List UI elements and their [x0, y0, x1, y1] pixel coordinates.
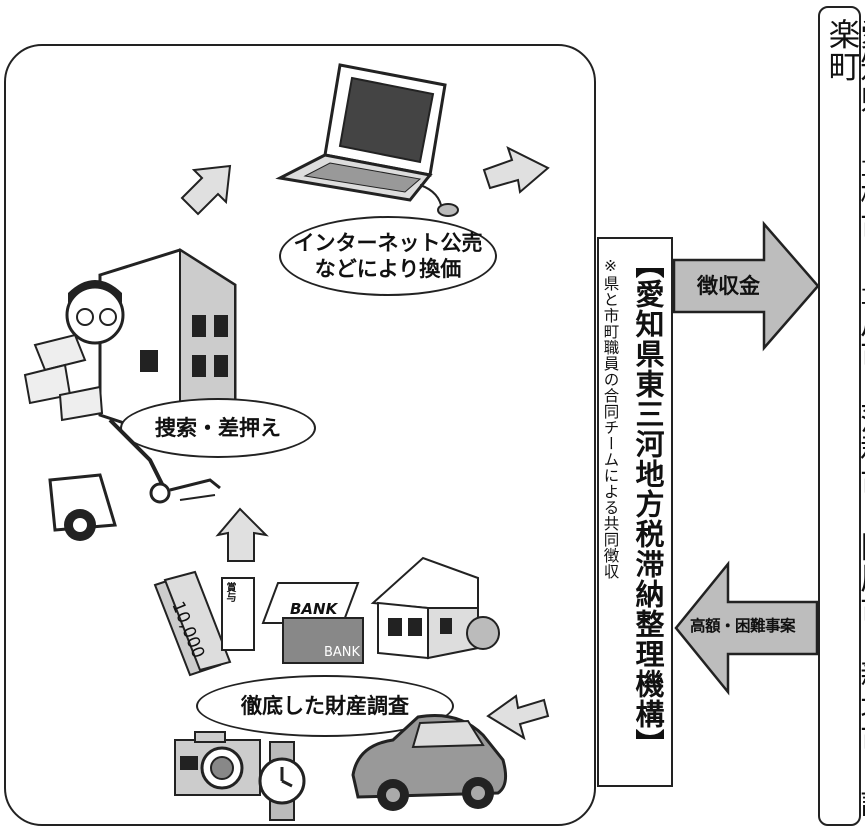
cycle-arrow-icon: [180, 164, 232, 216]
bank-icon: [261, 582, 364, 664]
tow-truck-icon: [48, 418, 221, 541]
cycle-arrow-icon: [215, 507, 269, 562]
camera-icon: [174, 731, 261, 796]
laptop-icon: [275, 63, 459, 217]
money-bills-icon: [153, 570, 255, 677]
investigation-step-bubble: 徹底した財産調査: [196, 675, 454, 737]
case-referral-flow-label: 高額・困難事案: [690, 617, 796, 635]
organization-title: 【愛知県東三河地方税滞納整理機構】: [631, 249, 665, 759]
collection-flow-label: 徴収金: [697, 274, 760, 298]
cycle-arrow-icon: [486, 694, 550, 741]
house-icon: [370, 556, 500, 660]
municipalities-box: 愛知県・豊橋市・豊川市・蒲郡市・田原市・新城市・設楽町: [818, 6, 865, 826]
auction-step-bubble: インターネット公売 などにより換価: [279, 216, 497, 296]
bank-sign-label: BANK: [290, 600, 338, 618]
car-icon: [351, 713, 508, 811]
municipalities-list: 愛知県・豊橋市・豊川市・蒲郡市・田原市・新城市・設楽町: [823, 18, 865, 818]
building-icon: [23, 248, 237, 437]
wristwatch-icon: [258, 741, 306, 821]
bonus-slip-label: 賞与: [224, 582, 235, 602]
cycle-arrow-icon: [482, 146, 550, 194]
seizure-step-bubble: 捜索・差押え: [120, 398, 316, 458]
tax-collection-organization-box: 【愛知県東三河地方税滞納整理機構】 ※県と市町職員の合同チームによる共同徴収: [597, 237, 673, 787]
case-referral-arrow-icon: [674, 560, 819, 696]
bank-building-label: BANK: [324, 645, 361, 660]
collection-flow-arrow-icon: [672, 220, 820, 352]
organization-note: ※県と市町職員の合同チームによる共同徴収: [601, 257, 620, 580]
